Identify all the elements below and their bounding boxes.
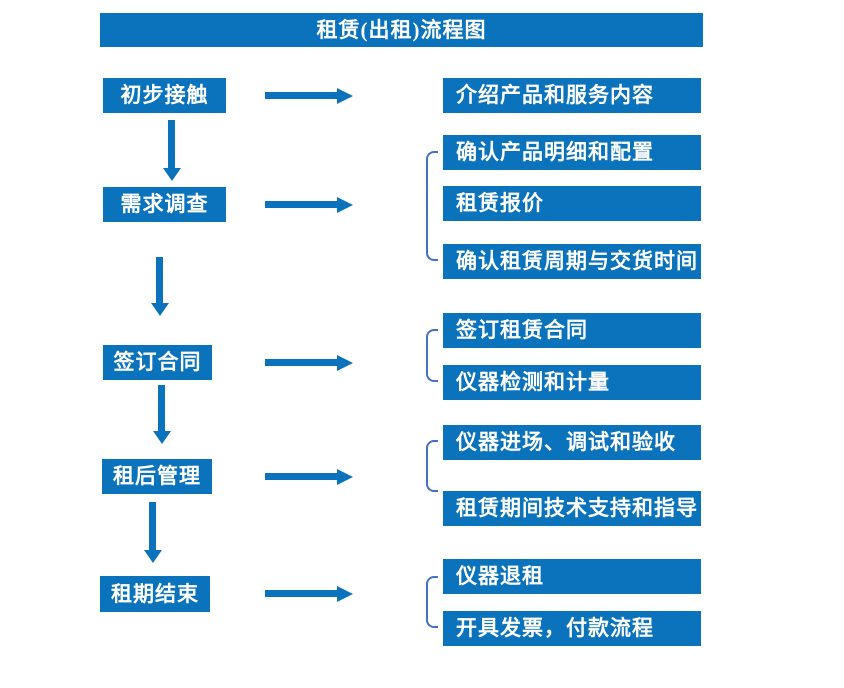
group-bracket [426,329,438,382]
arrow-right-icon [265,201,337,208]
arrow-down-icon [168,120,175,168]
group-bracket [426,151,438,261]
title-bar: 租赁(出租)流程图 [100,13,703,47]
group-bracket [426,440,438,492]
output-box: 确认租赁周期与交货时间 [443,244,701,279]
output-box: 开具发票，付款流程 [443,611,701,646]
output-box: 租赁期间技术支持和指导 [443,491,701,526]
page-title: 租赁(出租)流程图 [316,18,487,42]
step-box-demand-survey: 需求调查 [103,187,226,222]
output-box: 确认产品明细和配置 [443,135,701,170]
output-box: 介绍产品和服务内容 [443,78,701,113]
group-bracket [426,576,438,628]
arrow-right-icon [265,473,337,480]
arrow-right-icon [265,359,337,366]
arrow-down-icon [156,257,163,303]
step-box-initial-contact: 初步接触 [103,78,226,113]
arrow-down-icon [149,502,156,550]
arrow-right-icon [265,590,337,597]
output-box: 签订租赁合同 [443,313,701,348]
arrow-right-icon [265,92,337,99]
step-box-sign-contract: 签订合同 [103,345,212,380]
output-box: 仪器检测和计量 [443,365,701,400]
output-box: 仪器退租 [443,559,701,594]
step-box-post-rental-mgmt: 租后管理 [102,459,212,494]
step-box-lease-end: 租期结束 [100,576,210,612]
output-box: 租赁报价 [443,186,701,221]
arrow-down-icon [158,385,165,431]
output-box: 仪器进场、调试和验收 [443,425,701,460]
